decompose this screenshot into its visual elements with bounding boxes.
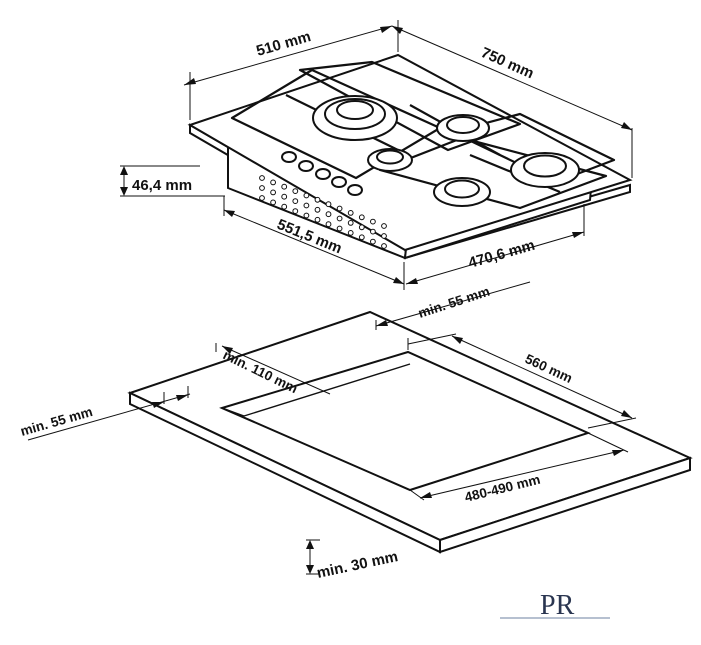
vent-hole — [270, 189, 277, 196]
vent-hole — [347, 230, 354, 236]
label-depth: 750 mm — [478, 44, 536, 82]
vent-hole — [358, 234, 365, 241]
burner-middle — [367, 148, 413, 172]
label-width: 510 mm — [254, 28, 312, 60]
label-rear-clearance: min. 55 mm — [416, 284, 491, 321]
vent-hole — [370, 238, 376, 245]
vent-hole — [381, 243, 387, 249]
hob-drawing: 510 mm 750 mm 46,4 mm 551,5 mm — [120, 20, 633, 290]
burner-rear-right — [436, 114, 490, 142]
hob-glass-top — [187, 53, 633, 252]
burner-wok — [312, 95, 398, 141]
worktop-side-edge — [439, 456, 691, 554]
vent-hole — [292, 188, 299, 195]
vent-hole — [259, 195, 265, 201]
vent-hole — [314, 206, 321, 213]
vent-hole — [281, 183, 288, 190]
label-worktop-thickness: min. 30 mm — [315, 548, 399, 582]
vent-hole — [314, 216, 321, 223]
logo-text: PR — [540, 590, 575, 621]
vent-hole — [358, 224, 365, 231]
vent-hole — [259, 175, 265, 181]
vent-hole — [259, 185, 265, 191]
brand-logo: PR — [500, 590, 610, 621]
vent-hole — [303, 212, 310, 219]
vent-hole — [325, 211, 332, 218]
burner-front-center — [433, 177, 491, 207]
vent-hole — [381, 223, 387, 229]
vent-hole — [336, 215, 343, 222]
vent-hole — [336, 225, 343, 232]
dim-height: 46,4 mm — [120, 165, 225, 197]
vent-hole — [347, 210, 354, 216]
worktop-drawing: min. 55 mm min. 110 mm min. 55 mm 560 mm — [19, 281, 693, 582]
vent-hole — [381, 233, 387, 239]
vent-holes — [259, 175, 387, 249]
burner-front-right — [510, 152, 580, 188]
vent-hole — [358, 214, 365, 221]
label-cutout-side: 470,6 mm — [466, 237, 536, 272]
dim-worktop-thickness: min. 30 mm — [306, 539, 400, 582]
label-front-clearance: min. 55 mm — [19, 404, 95, 439]
label-cutout-length: 560 mm — [523, 351, 575, 386]
vent-hole — [303, 202, 310, 209]
vent-hole — [370, 228, 376, 235]
vent-hole — [347, 220, 354, 226]
vent-hole — [270, 199, 277, 206]
vent-hole — [336, 205, 343, 212]
vent-hole — [370, 218, 376, 225]
vent-hole — [270, 179, 277, 186]
vent-hole — [292, 198, 299, 205]
vent-hole — [281, 193, 288, 200]
control-knobs — [281, 151, 363, 196]
vent-hole — [303, 192, 310, 199]
label-height: 46,4 mm — [132, 177, 192, 194]
vent-hole — [281, 203, 288, 210]
vent-hole — [292, 208, 299, 215]
burners — [312, 95, 580, 207]
vent-hole — [325, 201, 332, 208]
vent-hole — [325, 221, 332, 228]
vent-hole — [314, 196, 321, 203]
